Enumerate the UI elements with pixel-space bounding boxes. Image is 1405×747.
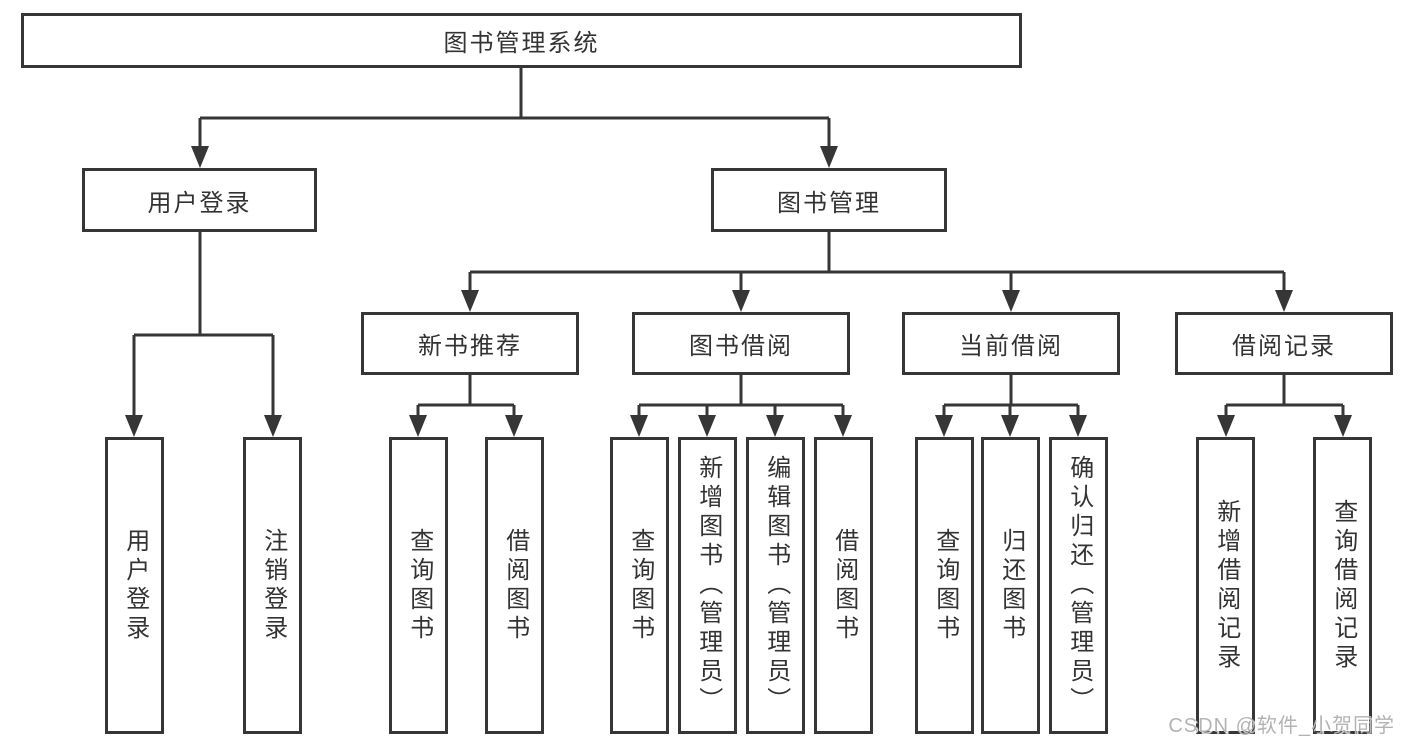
- leaf-borrow-book-recommend: 借阅图书: [485, 437, 544, 734]
- node-label: 图书管理系统: [443, 30, 600, 57]
- node-label: 借阅图书: [830, 527, 858, 644]
- leaf-query-book-borrow: 查询图书: [610, 437, 669, 734]
- leaf-query-book-recommend: 查询图书: [389, 437, 448, 734]
- leaf-add-borrow-record: 新增借阅记录: [1196, 437, 1255, 734]
- connector-record-children: [1224, 375, 1345, 419]
- connector-userlogin-children: [132, 232, 275, 419]
- connector-bookmgmt-to-level3: [468, 232, 1286, 294]
- node-label: 借阅图书: [501, 527, 529, 644]
- arrowheads: [125, 146, 1352, 437]
- node-new-book-recommend: 新书推荐: [361, 312, 579, 375]
- node-current-borrow: 当前借阅: [902, 312, 1120, 375]
- node-label: 注销登录: [259, 527, 287, 644]
- connector-current-children: [942, 375, 1080, 419]
- node-book-management: 图书管理: [711, 168, 947, 232]
- connector-root-to-level2: [198, 68, 831, 150]
- node-label: 查询图书: [405, 527, 433, 644]
- leaf-query-borrow-record: 查询借阅记录: [1313, 437, 1372, 734]
- node-label: 当前借阅: [959, 333, 1063, 360]
- node-label: 确认归还（管理员）: [1065, 455, 1093, 716]
- node-root-system: 图书管理系统: [21, 13, 1022, 68]
- node-label: 用户登录: [121, 527, 149, 644]
- node-label: 新增借阅记录: [1212, 498, 1240, 673]
- connector-newbook-children: [416, 375, 516, 419]
- leaf-return-book: 归还图书: [981, 437, 1040, 734]
- node-label: 图书借阅: [689, 333, 793, 360]
- node-borrow-record: 借阅记录: [1175, 312, 1393, 375]
- leaf-add-book-admin: 新增图书（管理员）: [678, 437, 737, 734]
- leaf-borrow-book: 借阅图书: [814, 437, 873, 734]
- node-label: 查询图书: [626, 527, 654, 644]
- node-label: 归还图书: [997, 527, 1025, 644]
- node-label: 查询借阅记录: [1329, 498, 1357, 673]
- node-label: 新增图书（管理员）: [694, 455, 722, 716]
- node-label: 查询图书: [931, 527, 959, 644]
- node-user-login: 用户登录: [82, 168, 317, 232]
- leaf-user-login: 用户登录: [105, 437, 164, 734]
- node-book-borrow: 图书借阅: [632, 312, 850, 375]
- node-label: 新书推荐: [418, 333, 522, 360]
- leaf-edit-book-admin: 编辑图书（管理员）: [746, 437, 805, 734]
- node-label: 编辑图书（管理员）: [762, 455, 790, 716]
- leaf-confirm-return-admin: 确认归还（管理员）: [1049, 437, 1108, 734]
- leaf-query-book-current: 查询图书: [915, 437, 974, 734]
- node-label: 图书管理: [777, 189, 881, 217]
- node-label: 借阅记录: [1232, 333, 1336, 360]
- connector-borrow-children: [637, 375, 845, 419]
- csdn-watermark: CSDN @软件_小贺同学: [1168, 715, 1395, 737]
- leaf-logout: 注销登录: [243, 437, 302, 734]
- node-label: 用户登录: [147, 189, 252, 217]
